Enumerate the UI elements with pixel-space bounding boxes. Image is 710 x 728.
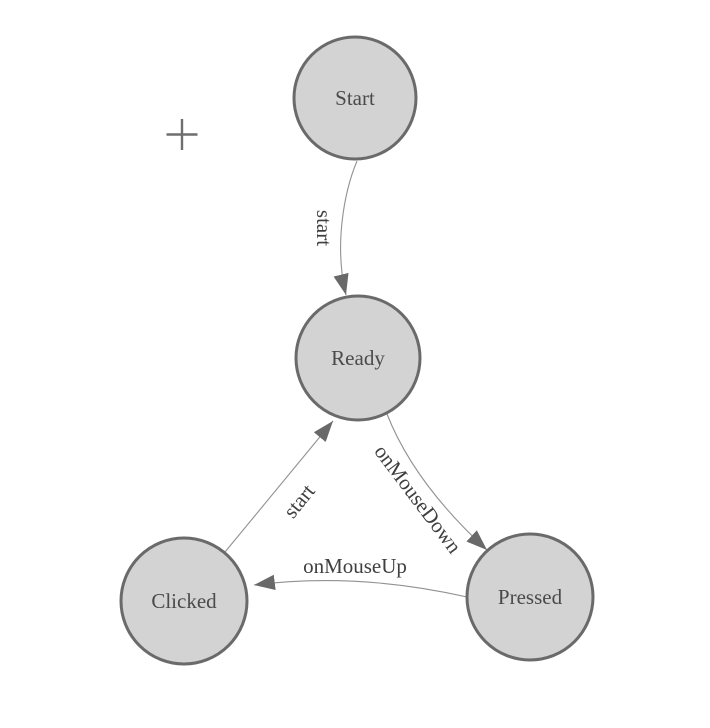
state-node-ready[interactable]: Ready xyxy=(294,294,422,422)
transition-edge-pressed-to-clicked[interactable] xyxy=(253,574,468,598)
transition-label-start-to-ready: start xyxy=(312,210,336,246)
state-node-label-clicked: Clicked xyxy=(151,589,217,613)
transition-edge-start-to-ready[interactable] xyxy=(333,160,358,296)
transition-label-clicked-to-ready: start xyxy=(278,479,320,522)
state-node-start[interactable]: Start xyxy=(292,35,418,161)
state-node-pressed[interactable]: Pressed xyxy=(465,532,595,662)
state-node-label-ready: Ready xyxy=(331,346,385,370)
state-node-label-start: Start xyxy=(335,86,375,110)
transition-edge-ready-to-pressed[interactable] xyxy=(386,413,488,551)
state-node-label-pressed: Pressed xyxy=(498,585,563,609)
transition-label-ready-to-pressed: onMouseDown xyxy=(369,440,466,558)
transition-label-pressed-to-clicked: onMouseUp xyxy=(303,554,407,578)
transition-edge-clicked-to-ready[interactable] xyxy=(224,420,334,553)
state-node-clicked[interactable]: Clicked xyxy=(119,536,249,666)
plus-crosshair-icon xyxy=(166,119,198,150)
